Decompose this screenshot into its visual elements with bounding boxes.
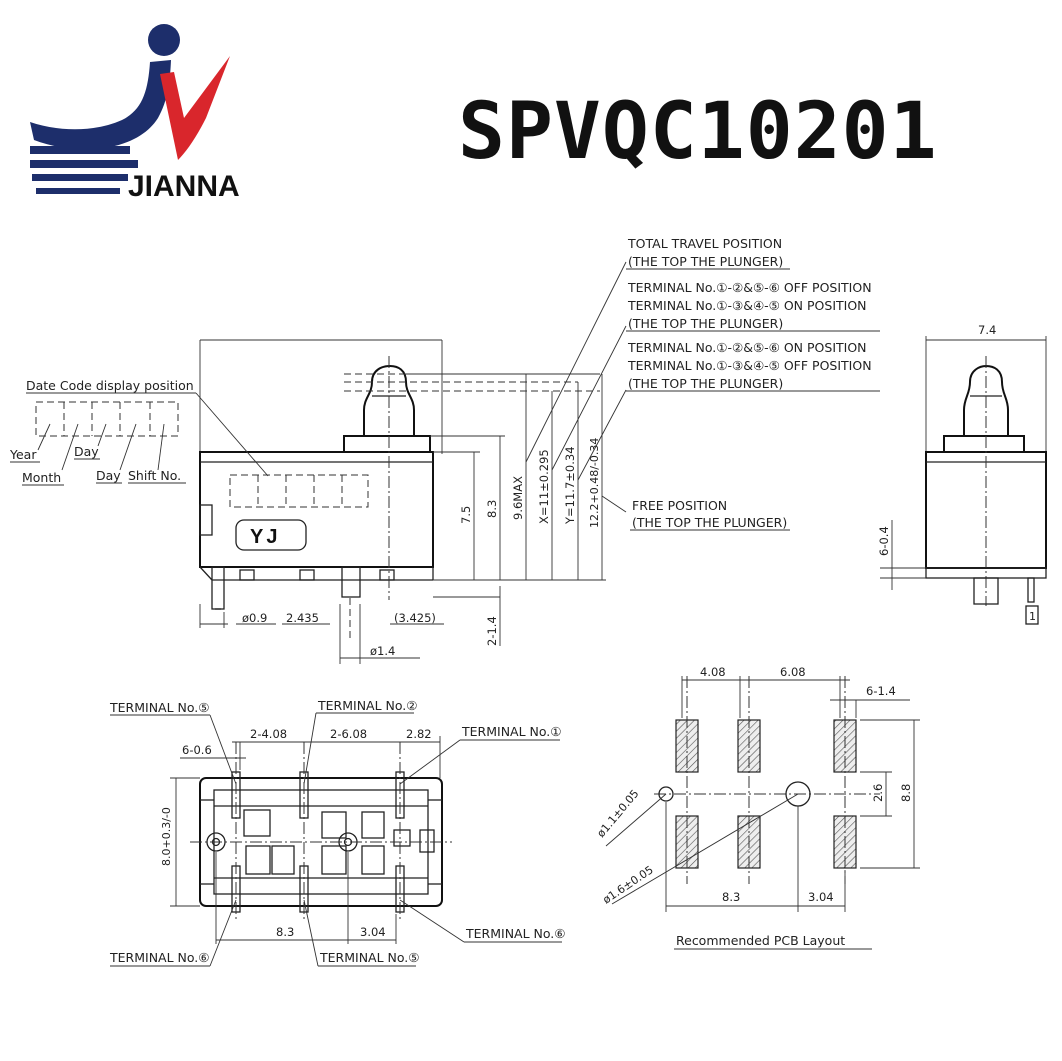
date-field-shift: Shift No. xyxy=(128,468,181,483)
side-tag: 1 xyxy=(1029,610,1036,623)
logo-stripe xyxy=(36,188,120,194)
bottom-view: 2-4.08 2-6.08 2.82 6-0.6 8.0+0.3/-0 8.3 … xyxy=(109,698,566,967)
pcb-layout-label: Recommended PCB Layout xyxy=(676,933,845,948)
label-t1: TERMINAL No.① xyxy=(461,724,562,739)
logo-stripe xyxy=(30,160,138,168)
note-x-state-2: TERMINAL No.①-③&④-⑤ ON POSITION xyxy=(627,298,867,313)
front-view: YJ Date Code display position Year Month… xyxy=(9,261,627,664)
side-view: 7.4 6-0.4 1 xyxy=(877,323,1047,625)
brand-logo: JIANNA xyxy=(30,24,240,203)
position-notes: TOTAL TRAVEL POSITION (THE TOP THE PLUNG… xyxy=(626,236,880,531)
switch-body xyxy=(199,451,434,568)
dim-x-pos: X=11±0.295 xyxy=(537,449,551,524)
pcb-layout: 4.08 6.08 6-1.4 8.8 2.6 ø1.1±0.05 ø1.6±0… xyxy=(594,665,920,950)
pcb-dim-pitch-a: 4.08 xyxy=(700,665,726,679)
pcb-dim-pad-w: 6-1.4 xyxy=(866,684,896,698)
date-field-day: Day xyxy=(74,444,99,459)
dim-max-h: 9.6MAX xyxy=(511,476,525,520)
side-lead-dim: 6-0.4 xyxy=(877,526,891,556)
terminal-pin xyxy=(211,566,225,610)
logo-v-mark xyxy=(160,56,230,160)
logo-j-stroke xyxy=(30,60,171,150)
dim-pitch-a: 2-4.08 xyxy=(250,727,287,741)
pcb-hole-small xyxy=(658,786,674,802)
note-total-travel-sub: (THE TOP THE PLUNGER) xyxy=(628,254,783,269)
note-y-state-2: TERMINAL No.①-③&④-⑤ OFF POSITION xyxy=(627,358,872,373)
side-width-dim: 7.4 xyxy=(978,323,996,337)
marking-box xyxy=(235,519,307,551)
dim-offset: (3.425) xyxy=(394,611,436,625)
label-t2: TERMINAL No.② xyxy=(317,698,418,713)
marking-text: YJ xyxy=(250,526,280,548)
pcb-hole-small-dim: ø1.1±0.05 xyxy=(594,787,641,840)
mount-post xyxy=(341,566,361,598)
dim-post-len: 2-1.4 xyxy=(485,616,499,646)
pcb-dim-post-off: 3.04 xyxy=(808,890,834,904)
pcb-hole-large-dim: ø1.6±0.05 xyxy=(600,863,655,906)
pcb-dim-pitch-b: 6.08 xyxy=(780,665,806,679)
date-field-day-2: Day xyxy=(96,468,121,483)
page-title: SPVQC10201 xyxy=(458,87,938,177)
plunger xyxy=(363,364,415,436)
dim-cap-h: 8.3 xyxy=(485,500,499,518)
dim-post-d: ø1.4 xyxy=(370,644,395,658)
dim-pin-w: 6-0.6 xyxy=(182,743,212,757)
label-t6-right: TERMINAL No.⑥ xyxy=(465,926,566,941)
date-field-year: Year xyxy=(9,447,37,462)
note-x-state-3: (THE TOP THE PLUNGER) xyxy=(628,316,783,331)
dim-post-off: 3.04 xyxy=(360,925,386,939)
note-free-sub: (THE TOP THE PLUNGER) xyxy=(632,515,787,530)
pcb-dim-span: 8.3 xyxy=(722,890,740,904)
logo-text: JIANNA xyxy=(128,170,240,203)
dim-term-d: ø0.9 xyxy=(242,611,267,625)
note-x-state-1: TERMINAL No.①-②&⑤-⑥ OFF POSITION xyxy=(627,280,872,295)
note-y-state-3: (THE TOP THE PLUNGER) xyxy=(628,376,783,391)
label-t6-bottom: TERMINAL No.⑥ xyxy=(109,950,210,965)
pcb-dim-overall-h: 8.8 xyxy=(899,784,913,802)
date-code-label: Date Code display position xyxy=(26,378,194,393)
dim-y-pos: Y=11.7±0.34 xyxy=(563,446,577,525)
date-field-month: Month xyxy=(22,470,61,485)
dim-body-h: 7.5 xyxy=(459,506,473,524)
plunger-housing xyxy=(343,435,431,453)
note-total-travel: TOTAL TRAVEL POSITION xyxy=(627,236,782,251)
dim-pitch: 2.435 xyxy=(286,611,319,625)
note-y-state-1: TERMINAL No.①-②&⑤-⑥ ON POSITION xyxy=(627,340,867,355)
label-t5-top: TERMINAL No.⑤ xyxy=(109,700,210,715)
dim-height: 8.0+0.3/-0 xyxy=(160,807,173,866)
label-t5-bottom: TERMINAL No.⑤ xyxy=(319,950,420,965)
dim-span: 8.3 xyxy=(276,925,294,939)
logo-stripe xyxy=(32,174,128,181)
logo-dot xyxy=(148,24,180,56)
dim-edge: 2.82 xyxy=(406,727,432,741)
pcb-dim-row-gap: 2.6 xyxy=(871,784,885,802)
logo-stripe xyxy=(30,146,130,154)
dim-free-pos: 12.2+0.48/-0.34 xyxy=(588,438,601,528)
dim-pitch-b: 2-6.08 xyxy=(330,727,367,741)
note-free: FREE POSITION xyxy=(632,498,727,513)
